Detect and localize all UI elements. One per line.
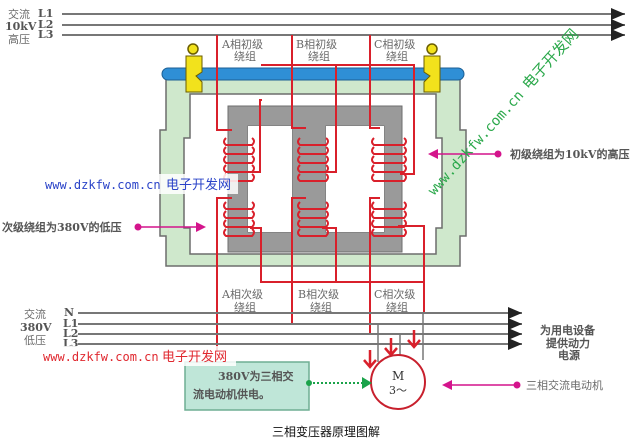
- watermark-blue-url: www.dzkfw.com.cn: [45, 178, 161, 192]
- note-box: [184, 361, 310, 411]
- motor-symbol: [370, 354, 426, 410]
- hv-label-2: 10kV: [5, 20, 37, 33]
- primary-coil-b-turn: [297, 155, 329, 164]
- primary-coil-b-turn: [297, 137, 329, 146]
- secondary-coil-c-turn: [371, 219, 407, 228]
- secondary-winding-b-label-2: 绕组: [310, 300, 332, 314]
- primary-coil-c-turn: [371, 146, 407, 155]
- primary-winding-a-label-2: 绕组: [234, 49, 256, 63]
- watermark-blue: www.dzkfw.com.cn 电子开发网: [42, 174, 238, 194]
- primary-coil-c-turn: [371, 155, 407, 164]
- lv-line-label-l1: L1: [63, 317, 78, 330]
- secondary-coil-b-turn: [297, 210, 329, 219]
- motor-callout-arrow: [442, 380, 521, 390]
- primary-winding-c-label-2: 绕组: [386, 49, 408, 63]
- lv-line-label-l2: L2: [63, 327, 78, 340]
- lv-label-2: 380V: [20, 321, 52, 334]
- secondary-coil-c-turn: [371, 201, 407, 210]
- primary-coil-c-turn: [371, 137, 407, 146]
- hv-supply-lines: [62, 8, 625, 41]
- motor-symbol-m: M: [392, 369, 404, 383]
- secondary-coil-b-turn: [297, 201, 329, 210]
- lifting-clamp-left-icon: [185, 43, 203, 93]
- secondary-coil-a-turn: [223, 210, 255, 219]
- lv-supply-lines: [78, 307, 522, 350]
- lv-label-3: 低压: [24, 334, 46, 347]
- lv-line-label-n: N: [64, 306, 74, 319]
- motor-callout-text: 三相交流电动机: [526, 378, 603, 392]
- secondary-coil-b-turn: [297, 219, 329, 228]
- note-to-motor-arrow: [306, 377, 372, 389]
- watermark-red-name: 电子开发网: [162, 349, 227, 365]
- secondary-wire-b-n: [322, 227, 337, 282]
- secondary-coil-a-turn: [223, 201, 255, 210]
- primary-coil-b-turn: [297, 164, 329, 173]
- tank-top-bar: [161, 67, 465, 81]
- primary-winding-b-label-2: 绕组: [308, 49, 330, 63]
- primary-callout-text: 初级绕组为10kV的高压: [510, 147, 629, 161]
- motor-taps: [377, 313, 424, 362]
- hv-line-label-l3: L3: [38, 28, 53, 41]
- secondary-coil-c-turn: [371, 210, 407, 219]
- primary-callout-arrow: [428, 149, 502, 159]
- primary-coil-a-turn: [223, 155, 255, 164]
- secondary-coil-c-turn: [371, 228, 407, 237]
- secondary-winding-a-label-1: A相次级: [221, 287, 263, 301]
- primary-coil-c-turn: [371, 173, 407, 182]
- primary-coil-b-turn: [297, 146, 329, 155]
- secondary-winding-a-label-2: 绕组: [234, 300, 256, 314]
- secondary-callout-text: 次级绕组为380V的低压: [2, 220, 122, 234]
- core-window-right: [326, 126, 384, 232]
- primary-coil-a-turn: [223, 164, 255, 173]
- primary-star-bus: [261, 64, 415, 175]
- primary-wire-a-in: [216, 35, 232, 131]
- secondary-callout-arrow: [134, 222, 206, 232]
- secondary-winding-b-label-1: B相次级: [298, 287, 339, 301]
- hv-line-label-l2: L2: [38, 18, 53, 31]
- note-box-line-2: 流电动机供电。: [193, 387, 270, 401]
- lifting-clamp-right-icon: [423, 43, 441, 93]
- winding-wires: [216, 35, 425, 352]
- secondary-wire-c-n: [398, 225, 425, 282]
- secondary-coil-a-turn: [223, 228, 255, 237]
- current-arrow-3-icon: [407, 330, 421, 349]
- primary-coil-c-turn: [371, 164, 407, 173]
- equipment-label-2: 提供动力: [546, 336, 590, 350]
- hv-label-1: 交流: [8, 7, 30, 21]
- core-window-left: [248, 126, 292, 232]
- primary-winding-b-label-1: B相初级: [296, 37, 337, 51]
- diagram-title: 三相变压器原理图解: [272, 424, 380, 439]
- primary-winding-c-label-1: C相初级: [374, 37, 415, 51]
- secondary-wire-c: [369, 197, 380, 334]
- hv-label-3: 高压: [8, 32, 30, 46]
- current-arrow-1-icon: [363, 350, 377, 369]
- current-arrow-2-icon: [384, 338, 398, 357]
- watermark-red: www.dzkfw.com.cn 电子开发网: [40, 346, 236, 366]
- secondary-winding-c-label-2: 绕组: [386, 300, 408, 314]
- primary-winding-a-label-1: A相初级: [221, 37, 263, 51]
- primary-coil-a-turn: [223, 137, 255, 146]
- secondary-winding-c-label-1: C相次级: [374, 287, 415, 301]
- watermark-blue-name: 电子开发网: [166, 177, 231, 193]
- equipment-label-1: 为用电设备: [540, 323, 596, 337]
- equipment-label-3: 电源: [558, 348, 580, 362]
- secondary-neutral-bus: [250, 227, 425, 312]
- secondary-coil-b-turn: [297, 228, 329, 237]
- note-box-line-1: 380V为三相交: [218, 369, 294, 383]
- primary-coil-a-turn: [223, 146, 255, 155]
- secondary-wire-a: [216, 197, 232, 352]
- hv-line-label-l1: L1: [38, 7, 53, 20]
- motor-symbol-phase: 3～: [389, 384, 407, 397]
- primary-coil-b-turn: [297, 173, 329, 182]
- winding-coils: [223, 137, 407, 237]
- watermark-red-url: www.dzkfw.com.cn: [43, 350, 159, 364]
- lv-label-1: 交流: [24, 307, 46, 321]
- secondary-coil-a-turn: [223, 219, 255, 228]
